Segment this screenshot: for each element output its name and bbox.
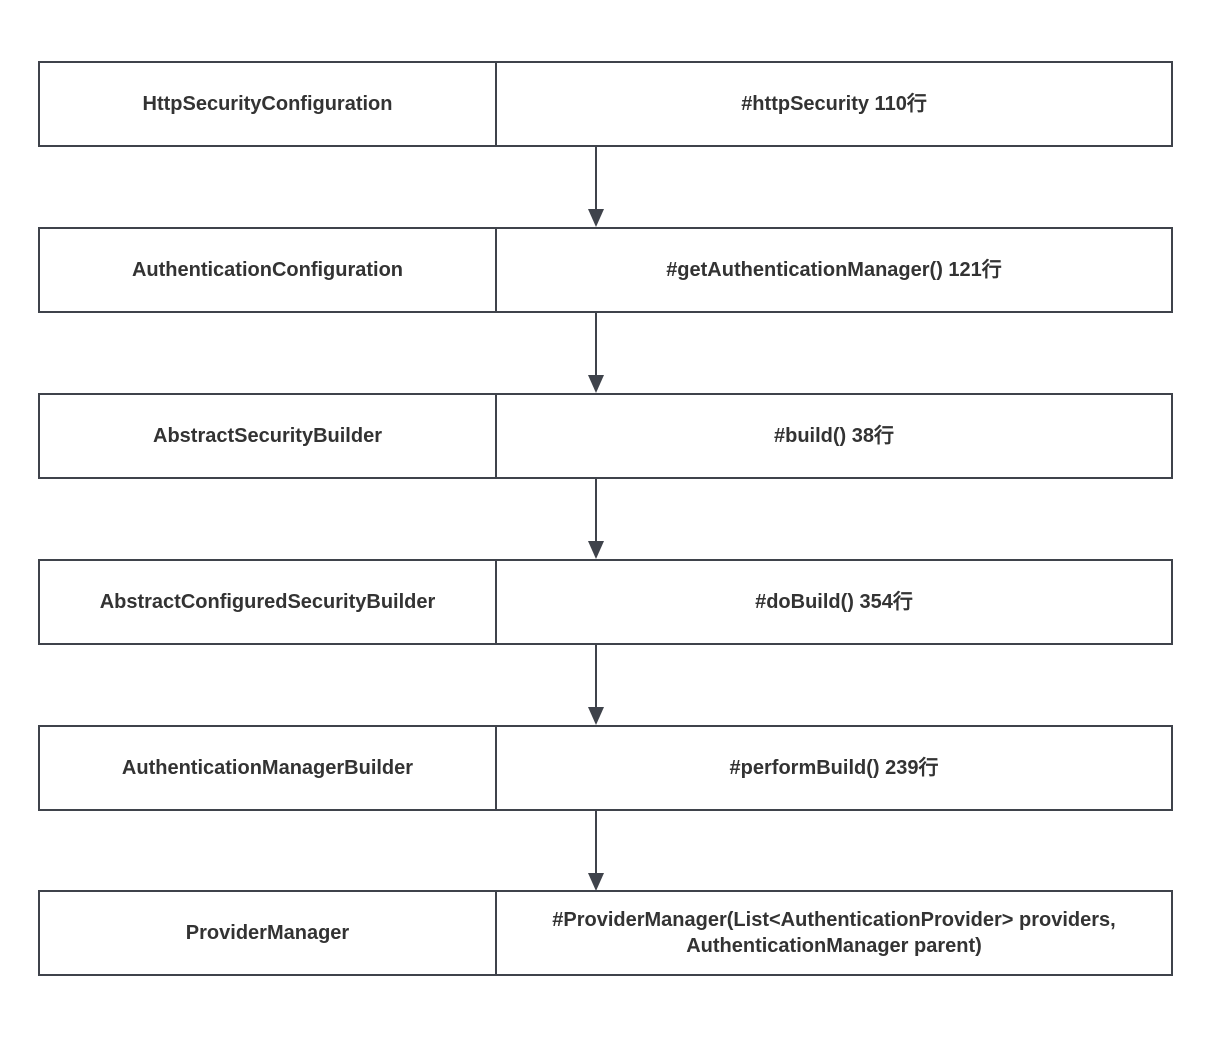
arrow-line: [595, 313, 597, 375]
class-name-label: HttpSecurityConfiguration: [142, 93, 393, 115]
class-name-label: AuthenticationConfiguration: [131, 259, 404, 281]
class-name-label: AuthenticationManagerBuilder: [121, 757, 414, 779]
class-name-label: ProviderManager: [185, 922, 350, 944]
arrow-head-icon: [588, 209, 604, 227]
flow-row: ProviderManager #ProviderManager(List<Au…: [38, 890, 1173, 976]
class-name-cell: HttpSecurityConfiguration: [40, 63, 497, 145]
arrow-line: [595, 645, 597, 707]
arrow-line: [595, 147, 597, 209]
class-name-cell: ProviderManager: [40, 892, 497, 974]
down-arrow: [588, 313, 604, 393]
down-arrow: [588, 479, 604, 559]
arrow-head-icon: [588, 541, 604, 559]
method-cell: #httpSecurity 110行: [497, 63, 1171, 145]
method-label: #build() 38行: [773, 425, 894, 447]
method-cell: #doBuild() 354行: [497, 561, 1171, 643]
flow-row: HttpSecurityConfiguration #httpSecurity …: [38, 61, 1173, 147]
down-arrow: [588, 645, 604, 725]
class-name-cell: AbstractConfiguredSecurityBuilder: [40, 561, 497, 643]
method-cell: #ProviderManager(List<AuthenticationProv…: [497, 892, 1171, 974]
flow-row: AbstractConfiguredSecurityBuilder #doBui…: [38, 559, 1173, 645]
arrow-head-icon: [588, 873, 604, 891]
arrow-head-icon: [588, 707, 604, 725]
method-label: #doBuild() 354行: [755, 591, 913, 613]
method-label: #httpSecurity 110行: [741, 93, 927, 115]
method-cell: #performBuild() 239行: [497, 727, 1171, 809]
class-name-cell: AuthenticationManagerBuilder: [40, 727, 497, 809]
class-name-label: AbstractSecurityBuilder: [153, 425, 382, 447]
method-label: #getAuthenticationManager() 121行: [666, 259, 1002, 281]
down-arrow: [588, 147, 604, 227]
flow-row: AbstractSecurityBuilder #build() 38行: [38, 393, 1173, 479]
arrow-line: [595, 479, 597, 541]
down-arrow: [588, 811, 604, 891]
class-name-cell: AbstractSecurityBuilder: [40, 395, 497, 477]
method-label: #performBuild() 239行: [729, 757, 939, 779]
class-name-cell: AuthenticationConfiguration: [40, 229, 497, 311]
method-cell: #getAuthenticationManager() 121行: [497, 229, 1171, 311]
flow-row: AuthenticationConfiguration #getAuthenti…: [38, 227, 1173, 313]
method-label: #ProviderManager(List<AuthenticationProv…: [552, 909, 1116, 957]
flow-row: AuthenticationManagerBuilder #performBui…: [38, 725, 1173, 811]
arrow-head-icon: [588, 375, 604, 393]
arrow-line: [595, 811, 597, 873]
method-cell: #build() 38行: [497, 395, 1171, 477]
class-name-label: AbstractConfiguredSecurityBuilder: [99, 591, 436, 613]
